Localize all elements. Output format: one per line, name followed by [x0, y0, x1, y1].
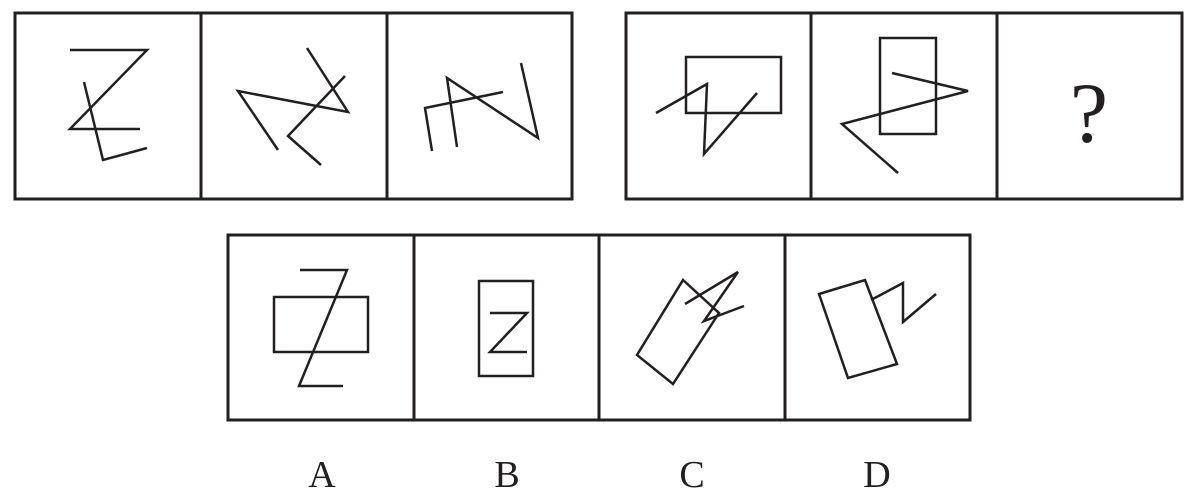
- sequence-right: [624, 11, 1184, 201]
- panel-1-figure: [67, 48, 150, 162]
- panel-4-figure: [655, 55, 783, 158]
- sequence-left-frame: [13, 11, 574, 201]
- option-label-d: D: [863, 454, 890, 496]
- question-mark: ?: [1070, 65, 1108, 161]
- option-label-a: A: [308, 454, 336, 496]
- panel-2-figure: [235, 47, 351, 166]
- option-b-figure[interactable]: [477, 279, 535, 378]
- panel-5-figure: [839, 36, 969, 174]
- panel-3-figure: [423, 62, 540, 152]
- option-c-figure[interactable]: [635, 270, 745, 386]
- option-label-c: C: [679, 454, 704, 496]
- option-d-figure[interactable]: [817, 278, 937, 380]
- sequence-left: [13, 11, 574, 201]
- option-a-figure[interactable]: [272, 268, 370, 388]
- options-row: [226, 233, 972, 422]
- sequence-right-frame: [624, 11, 1184, 201]
- option-label-b: B: [494, 454, 519, 496]
